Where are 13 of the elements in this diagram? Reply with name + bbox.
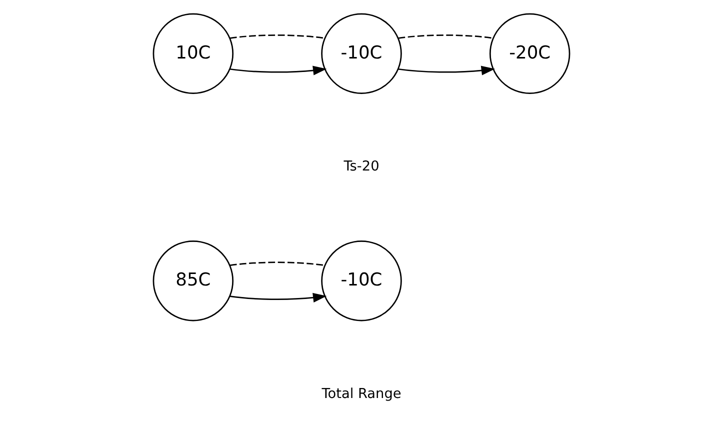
- label: Ts-20: [344, 158, 380, 175]
- arrow: [230, 292, 327, 302]
- arrow: [398, 66, 496, 76]
- connector: [398, 34, 494, 39]
- node-circle: 10C: [152, 13, 234, 94]
- node-circle: -20C: [489, 13, 570, 94]
- node-circle: 85C: [152, 240, 234, 322]
- node-circle: -10C: [321, 240, 402, 322]
- arrow: [230, 66, 327, 76]
- node-circle: -10C: [321, 13, 402, 94]
- label: Total Range: [322, 386, 402, 402]
- connector: [230, 34, 325, 39]
- connector: [230, 262, 325, 266]
